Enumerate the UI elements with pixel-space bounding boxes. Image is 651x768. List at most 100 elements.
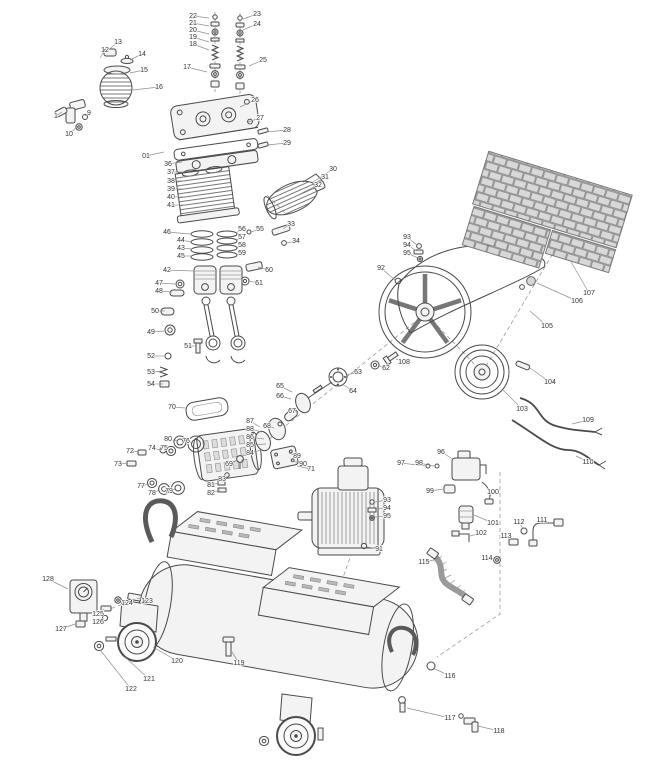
intake-muffler — [263, 180, 326, 220]
cylinder-head — [170, 94, 260, 141]
leader-line-124 — [119, 600, 128, 604]
part-label-67: 67 — [288, 408, 296, 415]
receiver-tank — [138, 561, 419, 692]
part-label-64: 64 — [349, 388, 357, 395]
bearing-and-seal-parts — [126, 435, 205, 495]
part-label-104: 104 — [544, 379, 556, 386]
leader-line-121 — [124, 656, 150, 680]
leader-line-17 — [186, 66, 208, 73]
leader-line-90 — [291, 460, 304, 465]
part-label-15: 15 — [140, 67, 148, 74]
part-label-86: 86 — [246, 434, 254, 441]
leader-line-64 — [341, 383, 354, 392]
leader-line-63 — [346, 371, 359, 376]
leader-line-72 — [129, 450, 140, 453]
leader-line-33 — [282, 223, 292, 230]
leader-line-44 — [180, 239, 193, 243]
main-bearing — [328, 367, 348, 387]
leader-line-89 — [288, 452, 298, 457]
leader-line-100 — [488, 491, 494, 499]
leader-line-1 — [55, 111, 63, 117]
pistons — [193, 265, 243, 295]
leader-line-78 — [151, 489, 161, 494]
part-label-110: 110 — [582, 459, 593, 466]
part-label-124: 124 — [121, 600, 133, 607]
part-label-40: 40 — [167, 194, 175, 201]
leader-line-70 — [171, 406, 186, 409]
leader-line-69 — [228, 459, 239, 465]
part-label-9: 9 — [87, 110, 91, 117]
leader-line-81 — [210, 482, 220, 486]
part-label-115: 115 — [418, 559, 429, 566]
gauge-fittings — [75, 592, 142, 628]
part-label-60: 60 — [265, 267, 273, 274]
part-label-112: 112 — [513, 519, 524, 526]
part-label-106: 106 — [571, 298, 583, 305]
leader-line-95 — [374, 515, 388, 518]
part-label-16: 16 — [155, 84, 163, 91]
part-label-123: 123 — [141, 598, 153, 605]
part-label-25: 25 — [259, 57, 267, 64]
part-label-95: 95 — [383, 513, 391, 520]
piston-rings-right — [216, 230, 238, 259]
leader-line-103 — [502, 389, 523, 410]
tank-platform-rear — [257, 567, 401, 636]
wrist-pins — [160, 279, 185, 336]
part-label-63: 63 — [354, 369, 362, 376]
leader-line-25 — [248, 59, 264, 67]
part-label-94: 94 — [403, 242, 411, 249]
leader-line-75 — [163, 447, 170, 451]
leader-line-80 — [167, 438, 178, 442]
guard-grommets — [519, 276, 536, 290]
leader-line-43 — [180, 247, 193, 250]
part-label-74: 74 — [148, 445, 156, 452]
leader-line-120 — [152, 646, 178, 662]
head-bolt-stack-left — [209, 14, 221, 88]
part-label-26: 26 — [251, 97, 259, 104]
leader-line-98 — [418, 462, 435, 467]
part-label-107: 107 — [583, 290, 595, 297]
leader-line-32 — [299, 184, 319, 195]
leader-line-85 — [249, 443, 267, 446]
part-label-23: 23 — [253, 11, 261, 18]
part-label-65: 65 — [276, 383, 284, 390]
part-label-109: 109 — [582, 417, 594, 424]
leader-line-31 — [305, 176, 326, 189]
part-label-36: 36 — [164, 161, 172, 168]
part-label-18: 18 — [189, 41, 197, 48]
leader-line-10 — [68, 126, 78, 135]
leader-line-13 — [106, 41, 119, 52]
part-label-125: 125 — [92, 611, 104, 618]
leader-line-73 — [117, 462, 129, 465]
part-label-108: 108 — [398, 359, 410, 366]
part-label-51: 51 — [184, 343, 192, 350]
part-label-17: 17 — [183, 64, 191, 71]
part-label-30: 30 — [329, 166, 337, 173]
leader-line-82 — [210, 489, 221, 494]
leader-line-93 — [374, 499, 388, 503]
discharge-pipe — [493, 518, 564, 564]
leader-line-55 — [250, 228, 261, 233]
part-label-84: 84 — [246, 450, 254, 457]
leader-line-110 — [575, 455, 589, 463]
part-label-38: 38 — [167, 178, 175, 185]
part-label-118: 118 — [493, 728, 504, 735]
leader-line-108 — [395, 358, 405, 363]
connecting-rods — [201, 296, 246, 364]
part-label-53: 53 — [147, 369, 155, 376]
part-label-59: 59 — [238, 250, 246, 257]
leader-line-60 — [257, 266, 270, 271]
pump-crankcase — [193, 428, 262, 482]
part-label-58: 58 — [238, 242, 246, 249]
leader-line-111 — [541, 519, 551, 524]
leader-line-94 — [406, 244, 418, 252]
axle-bolt — [222, 636, 235, 657]
part-label-76: 76 — [182, 438, 190, 445]
crankcase-gasket — [185, 397, 229, 421]
part-label-81: 81 — [207, 482, 215, 489]
tank-port-plug — [426, 661, 436, 671]
leader-line-24 — [242, 23, 258, 31]
part-label-89: 89 — [293, 453, 301, 460]
part-label-13: 13 — [114, 39, 122, 46]
pressure-switch — [425, 450, 487, 481]
